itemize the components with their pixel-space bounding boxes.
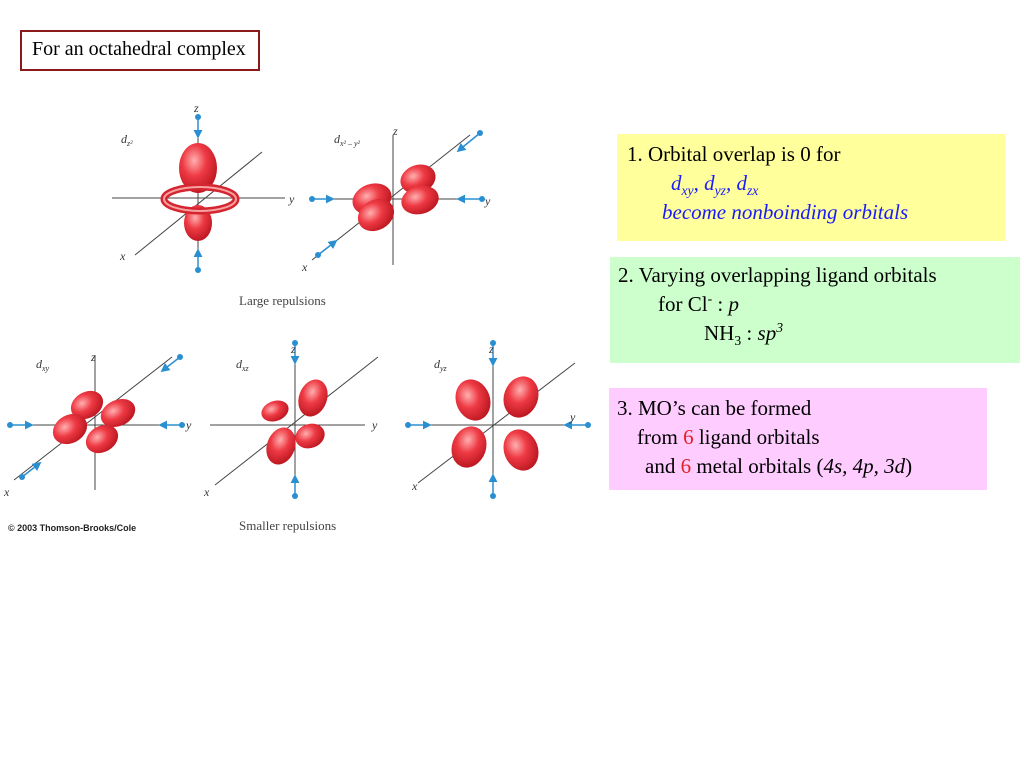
label-dz2: dz² (121, 132, 133, 148)
note1-line3: become nonboinding orbitals (662, 199, 909, 224)
axis-y-label: y (185, 418, 192, 432)
orbital-lobe (455, 379, 491, 421)
label-dx2-y2: dx² – y² (334, 132, 361, 148)
panel-dyz: dyz z y x (405, 340, 591, 499)
note-orbital-overlap: 1. Orbital overlap is 0 for dxy, dyz, dz… (617, 134, 1005, 241)
label-dyz: dyz (434, 357, 448, 373)
orbital-lobe (503, 429, 539, 471)
orbital-lobe (179, 143, 217, 193)
metal-count: 6 (680, 453, 692, 478)
from-text: from (637, 424, 684, 449)
orbital-dyz-symbol: d (704, 170, 715, 195)
orbital-lobe (298, 379, 328, 417)
axis-x-label: x (203, 485, 210, 499)
orbital-lobe (85, 424, 119, 454)
axis-y-label: y (484, 194, 491, 208)
axis-x-label: x (301, 260, 308, 274)
orbital-lobe (70, 390, 104, 420)
axis-z-label: z (90, 350, 96, 364)
note2-cl-line: for Cl- : p (618, 290, 1012, 319)
orbital-lobe (451, 426, 487, 468)
axis-x-label: x (3, 485, 10, 499)
axis-y-label: y (371, 418, 378, 432)
cl-charge: - (707, 290, 713, 306)
axis-z-label: z (290, 342, 296, 356)
close-paren: ) (905, 453, 913, 478)
orbital-dxy-symbol: d (671, 170, 682, 195)
orbital-lobe (401, 185, 439, 215)
ligand-text: ligand orbitals (693, 424, 820, 449)
and-text: and (645, 453, 681, 478)
panel-dxy: dxy z y x (3, 350, 192, 499)
axis-y-label: y (569, 410, 576, 424)
panel-dxz: dxz z y x (203, 340, 379, 499)
note-ligand-orbitals: 2. Varying overlapping ligand orbitals f… (610, 257, 1020, 363)
orbital-lobe (261, 400, 289, 422)
panel-dz2: dz² z y x (112, 101, 295, 273)
orbital-dyz-sub: yz (714, 183, 726, 199)
nh3-sub: 3 (734, 333, 742, 349)
d-orbital-figure: dz² z y x dx² – y² z y x Large repulsion… (3, 101, 591, 533)
caption-smaller-repulsions: Smaller repulsions (239, 518, 336, 533)
orbital-lobe (357, 198, 395, 232)
orbital-lobe (503, 376, 539, 418)
panel-dx2-y2: dx² – y² z y x (301, 124, 491, 274)
note-mo-formation: 3. MO’s can be formed from 6 ligand orbi… (609, 388, 987, 490)
caption-large-repulsions: Large repulsions (239, 293, 326, 308)
note3-line2: from 6 ligand orbitals (617, 423, 979, 452)
orbital-dxy-sub: xy (681, 183, 694, 199)
slide-title-box: For an octahedral complex (20, 30, 260, 71)
cl-label: for Cl (658, 291, 708, 316)
note3-line1: 3. MO’s can be formed (617, 396, 812, 420)
label-dxy: dxy (36, 357, 50, 373)
axis-x-label: x (411, 479, 418, 493)
orbital-lobe (52, 413, 88, 445)
orbital-lobe (100, 398, 136, 428)
note2-line1: 2. Varying overlapping ligand orbitals (618, 263, 937, 287)
separator: : (712, 291, 729, 316)
note2-nh3-line: NH3 : sp3 (618, 319, 1012, 348)
axis-z-label: z (392, 124, 398, 138)
label-dxz: dxz (236, 357, 250, 373)
cl-orbital: p (728, 291, 739, 316)
separator: , (693, 170, 705, 195)
axis-x-label: x (119, 249, 126, 263)
nh3-label: NH (704, 320, 735, 345)
orbital-torus-highlight (163, 186, 237, 212)
note1-orbitals: dxy, dyz, dzx (627, 169, 997, 198)
orbital-lobe (266, 427, 296, 465)
ligand-count: 6 (683, 424, 694, 449)
separator: , (725, 170, 737, 195)
separator: : (741, 320, 758, 345)
axis-z-label: z (488, 342, 494, 356)
copyright-notice: © 2003 Thomson-Brooks/Cole (8, 523, 136, 533)
metal-orbital-list: 4s, 4p, 3d (823, 453, 906, 478)
orbital-dzx-symbol: d (736, 170, 747, 195)
axis-z-label: z (193, 101, 199, 115)
slide-title: For an octahedral complex (32, 38, 246, 60)
orbital-lobe (295, 423, 325, 449)
nh3-orbital: sp (757, 320, 777, 345)
axis-y-label: y (288, 192, 295, 206)
nh3-orbital-sup: 3 (776, 319, 784, 335)
note1-line1: 1. Orbital overlap is 0 for (627, 142, 841, 166)
metal-text: metal orbitals ( (691, 453, 824, 478)
note3-line3: and 6 metal orbitals (4s, 4p, 3d) (617, 452, 979, 481)
orbital-dzx-sub: zx (746, 183, 759, 199)
